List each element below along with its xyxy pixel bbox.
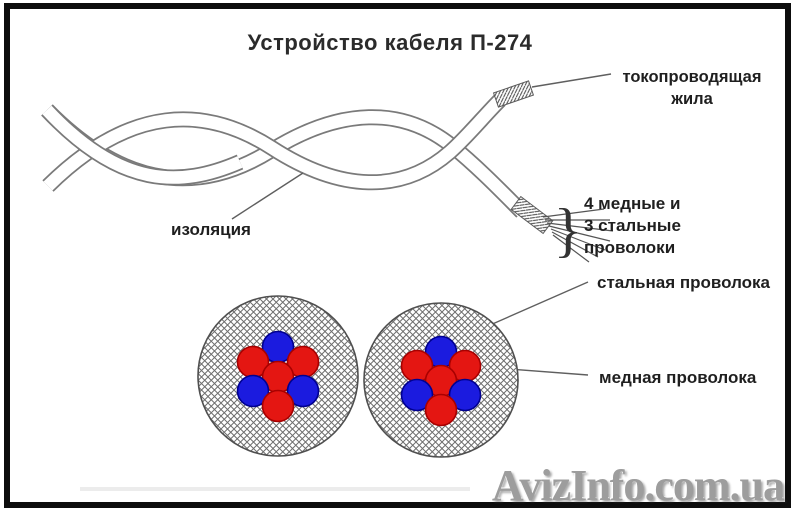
strands-label-line3: проволоки [584, 238, 675, 257]
conductor-label-line2: жила [670, 90, 713, 108]
copper-wire-dot [424, 393, 458, 427]
copper-wire-dot [261, 389, 295, 423]
steel-wire-dot [400, 378, 434, 412]
twisted-pair [41, 94, 528, 218]
stripped-conductor-bottom [510, 195, 554, 235]
leader-line-conductor [531, 73, 612, 88]
wire-lower-weave-segment [41, 104, 244, 186]
steel-wire-dot [286, 374, 320, 408]
cross-section-left [197, 295, 359, 457]
steel-wire-label: стальная проволока [597, 273, 771, 292]
page-title: Устройство кабеля П-274 [247, 30, 533, 55]
copper-wire-label: медная проволока [599, 368, 757, 387]
strands-label-line1: 4 медные и [584, 194, 680, 213]
steel-wire-dot [448, 378, 482, 412]
watermark: AvizInfo.com.ua [491, 461, 785, 510]
leader-line-insulation [231, 172, 304, 220]
cross-section-right [363, 302, 519, 458]
insulation-label: изоляция [171, 220, 251, 239]
steel-wire-dot [236, 374, 270, 408]
faint-watermark-smudge [80, 487, 470, 491]
stripped-conductor-top [492, 80, 535, 108]
strand-fan [542, 208, 614, 263]
wire-upper-insulation [42, 94, 506, 192]
conductor-label-line1: токопроводящая [622, 68, 761, 86]
strands-label-line2: 3 стальные [584, 216, 681, 235]
brace: } [554, 197, 583, 263]
